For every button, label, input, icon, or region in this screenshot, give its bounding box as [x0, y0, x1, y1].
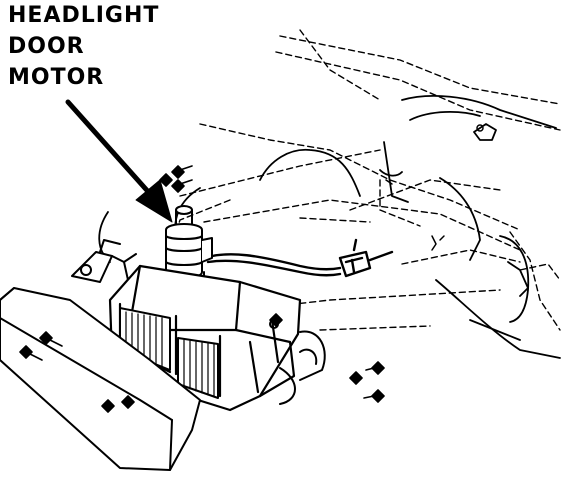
bolt-front-3: [269, 313, 283, 327]
bolt-right-1: [365, 361, 385, 375]
fastener-bolts: [19, 165, 385, 413]
callout-label: HEADLIGHT DOOR MOTOR: [8, 0, 159, 93]
body-structure-solid: [98, 95, 561, 359]
bolt-left-2: [39, 331, 63, 347]
bolt-top-1: [171, 165, 193, 179]
callout-line-1: HEADLIGHT: [8, 3, 160, 28]
headlight-lens-right: [177, 337, 219, 399]
leader-arrow: [65, 99, 173, 223]
motor-wiring-harness: [202, 238, 394, 278]
body-structure-dashed: [169, 29, 561, 331]
callout-line-2: DOOR: [8, 34, 85, 59]
body-detail-marks: [385, 124, 484, 251]
bolt-right-2: [349, 371, 363, 385]
front-fascia-panel: [0, 287, 201, 471]
bolt-top-3: [159, 173, 173, 187]
bolt-top-2: [171, 179, 193, 193]
bolt-front-1: [101, 399, 115, 413]
callout-line-3: MOTOR: [8, 65, 105, 90]
bolt-right-3: [363, 389, 385, 403]
bolt-front-2: [121, 395, 135, 409]
motor-mounting-bracket: [71, 239, 137, 283]
bolt-left-1: [19, 345, 43, 361]
